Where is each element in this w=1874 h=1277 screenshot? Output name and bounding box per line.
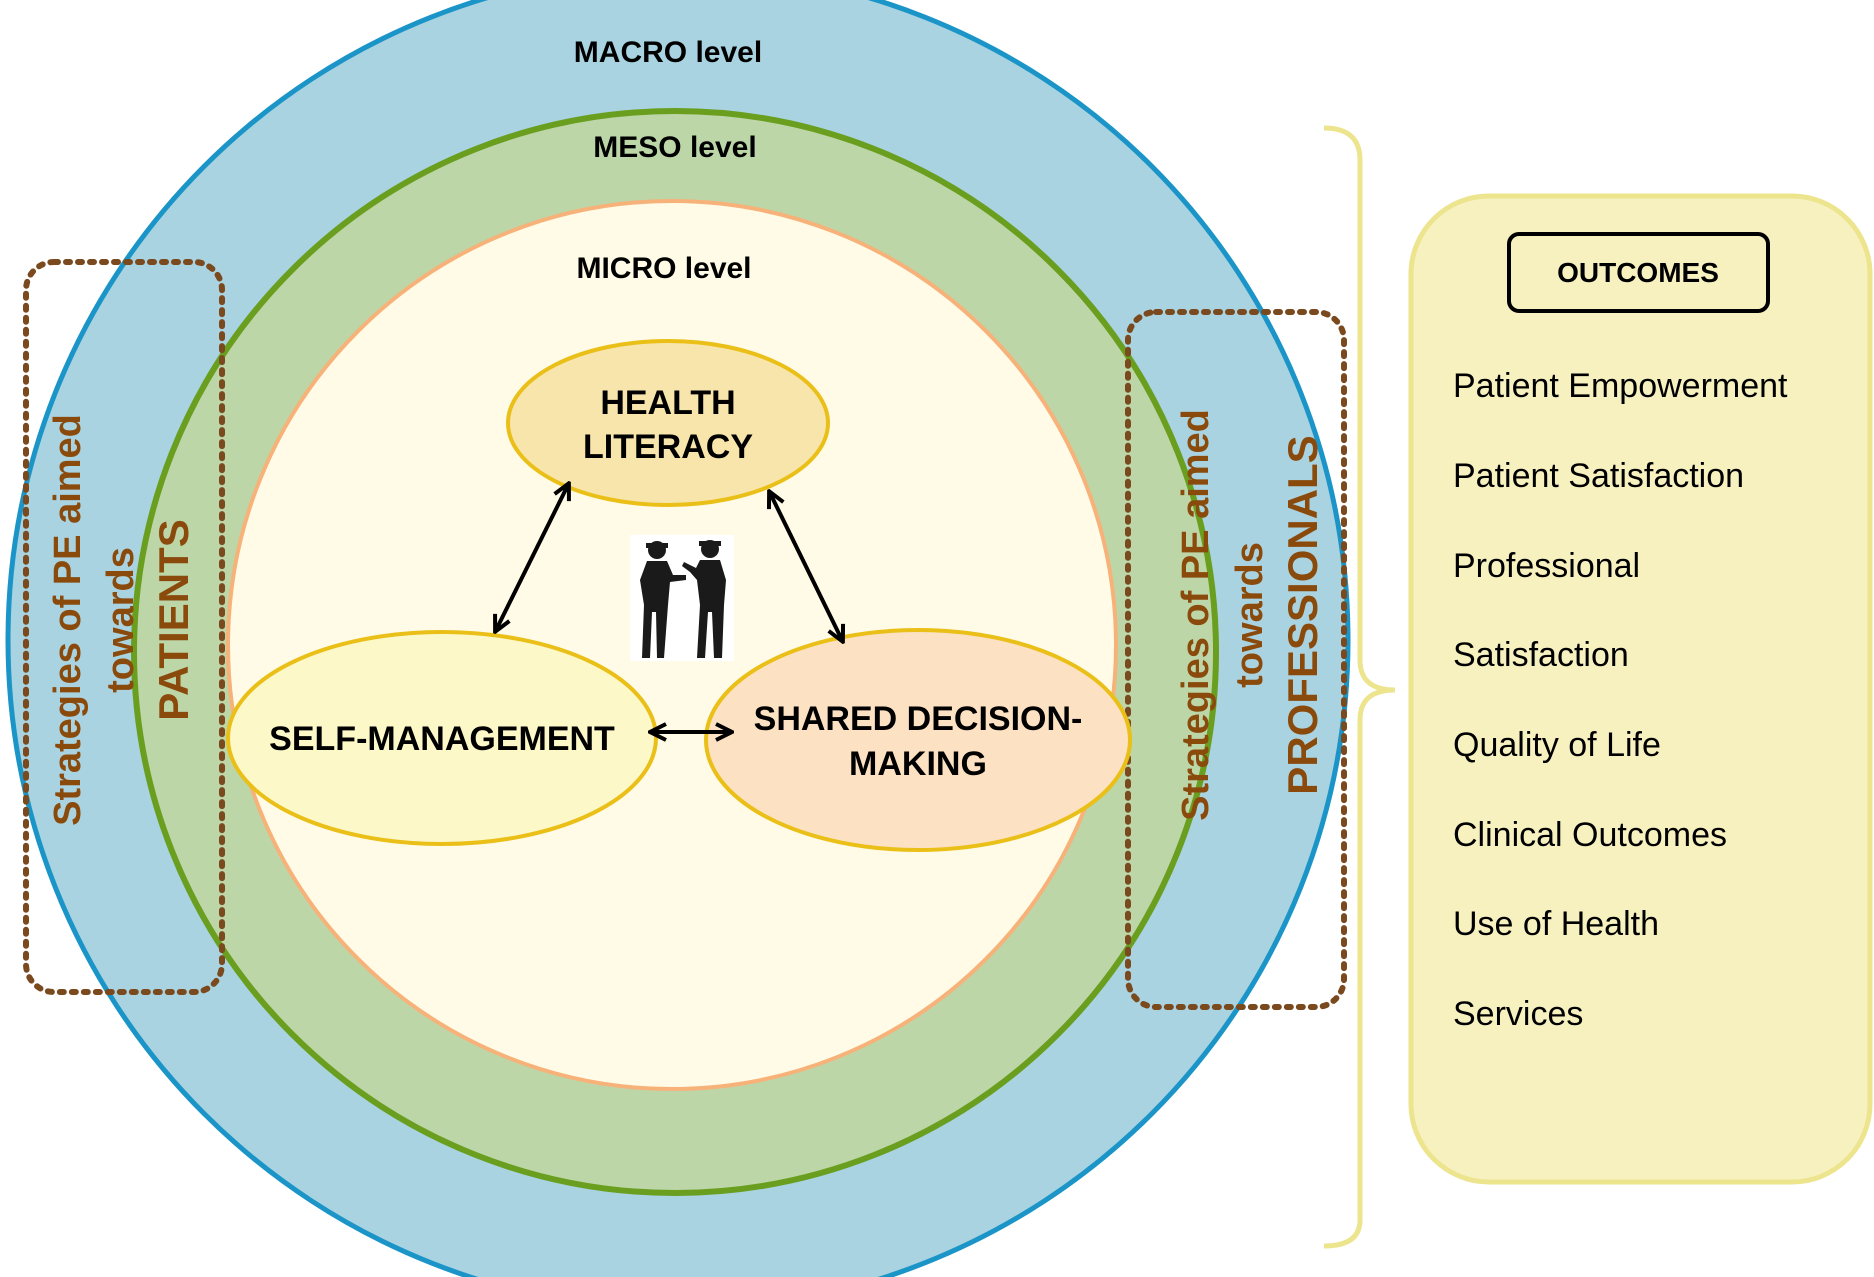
shared-decision-node [704, 628, 1132, 852]
health-literacy-node [506, 339, 830, 507]
patients-strategy-line2: towards [100, 547, 142, 693]
patients-strategy-line1: Strategies of PE aimed [47, 414, 89, 826]
outcome-item: Services [1453, 995, 1583, 1033]
outcomes-title: OUTCOMES [1557, 257, 1719, 288]
outcome-item: Satisfaction [1453, 636, 1629, 674]
patients-strategy-line3: PATIENTS [150, 519, 197, 720]
outcome-item: Use of Health [1453, 905, 1659, 943]
outcomes-panel [1408, 193, 1873, 1185]
patients-strategy-box [23, 259, 225, 995]
shared-decision-label-line1: SHARED DECISION- [754, 700, 1083, 738]
two-people-talking-icon [630, 535, 734, 661]
meso-level-label: MESO level [593, 131, 756, 164]
outcome-item: Quality of Life [1453, 726, 1661, 764]
outcome-item: Patient Satisfaction [1453, 457, 1744, 495]
professionals-strategy-label: Strategies of PE aimed towards PROFESSIO… [1175, 409, 1326, 821]
outcome-item: Professional [1453, 547, 1640, 585]
outcomes-title-box [1507, 232, 1770, 313]
professionals-strategy-line1: Strategies of PE aimed [1175, 409, 1217, 821]
professionals-strategy-box [1125, 309, 1347, 1010]
outcome-item: Patient Empowerment [1453, 367, 1788, 405]
outcomes-brace [1323, 125, 1396, 1249]
self-management-label: SELF-MANAGEMENT [269, 720, 615, 758]
shared-decision-label-line2: MAKING [849, 745, 987, 783]
health-literacy-label-line1: HEALTH [600, 384, 735, 422]
professionals-strategy-line3: PROFESSIONALS [1279, 435, 1326, 794]
outcomes-list: Patient Empowerment Patient Satisfaction… [1453, 367, 1788, 1033]
arrow-health-to-shared [770, 493, 842, 640]
patients-strategy-label: Strategies of PE aimed towards PATIENTS [47, 414, 197, 826]
arrow-health-to-self [496, 485, 568, 630]
professionals-strategy-line2: towards [1229, 542, 1271, 688]
micro-level-label: MICRO level [576, 252, 751, 285]
health-literacy-label-line2: LITERACY [583, 428, 753, 466]
outcome-item: Clinical Outcomes [1453, 816, 1727, 854]
macro-level-label: MACRO level [574, 36, 762, 69]
